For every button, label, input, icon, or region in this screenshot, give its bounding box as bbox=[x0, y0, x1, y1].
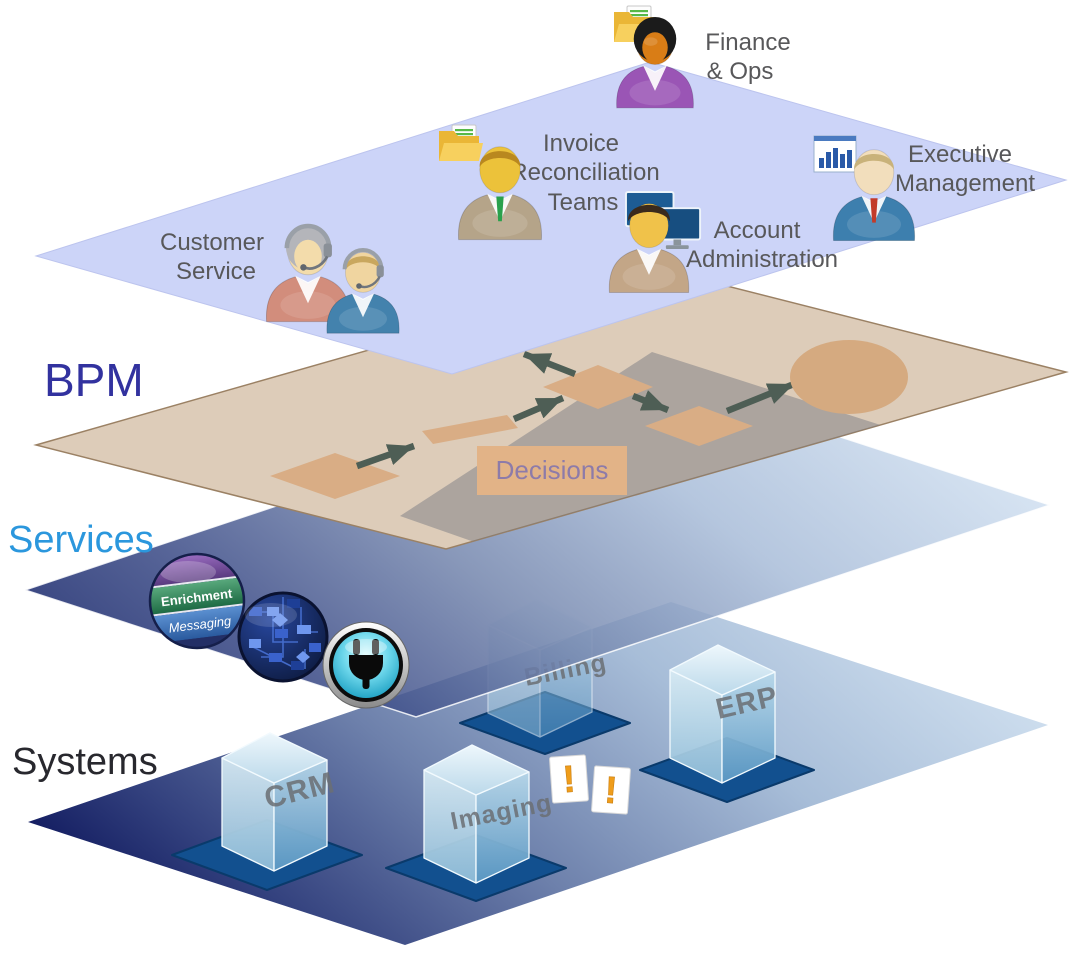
executive-label: Executive bbox=[908, 141, 1012, 168]
bpm-layer-title: BPM bbox=[44, 354, 144, 406]
actor-finance-ops: Finance & Ops bbox=[613, 5, 791, 109]
finance-person-icon bbox=[616, 16, 694, 109]
svg-text:!: ! bbox=[561, 759, 577, 802]
decisions-label: Decisions bbox=[496, 455, 609, 485]
systems-layer-title: Systems bbox=[12, 741, 158, 783]
actor-executive-management: Executive Management bbox=[813, 135, 1035, 242]
flow-arrow bbox=[725, 380, 796, 415]
executive-label: Management bbox=[895, 170, 1035, 197]
decisions-callout: Decisions bbox=[477, 446, 627, 495]
integration-circuit-sphere-icon bbox=[237, 591, 329, 683]
support-agent-woman-icon bbox=[265, 224, 351, 323]
invoice-label: Reconciliation bbox=[510, 159, 659, 186]
account-admin-label: Administration bbox=[686, 246, 838, 273]
warning-icon: ! bbox=[591, 765, 631, 815]
system-box-erp: ERP bbox=[639, 644, 815, 803]
executive-person-icon bbox=[832, 149, 916, 242]
invoice-person-icon bbox=[457, 146, 543, 241]
svg-text:!: ! bbox=[603, 770, 619, 813]
flow-arrow bbox=[512, 395, 565, 422]
actor-invoice-reconciliation: Invoice Reconciliation Teams bbox=[438, 124, 660, 241]
flow-step-diamond bbox=[645, 406, 753, 446]
flow-arrow bbox=[631, 390, 670, 414]
invoice-label: Invoice bbox=[543, 130, 619, 157]
customer-service-label: Service bbox=[176, 258, 256, 285]
flow-step-task bbox=[422, 415, 518, 444]
invoice-label: Teams bbox=[548, 189, 619, 216]
bar-chart-icon bbox=[813, 135, 857, 173]
bpm-flowchart bbox=[270, 340, 908, 499]
account-admin-label: Account bbox=[714, 217, 801, 244]
flow-step-diamond bbox=[543, 365, 653, 409]
warning-icon: ! bbox=[549, 754, 589, 804]
customer-service-label: Customer bbox=[160, 229, 264, 256]
actor-account-administration: Account Administration bbox=[608, 191, 838, 293]
flow-end-event-circle bbox=[790, 340, 908, 414]
enrichment-messaging-sphere-icon: Enrichment Messaging bbox=[145, 549, 249, 653]
system-box-crm: CRM bbox=[171, 732, 363, 891]
services-layer-title: Services bbox=[8, 519, 154, 561]
finance-ops-label: & Ops bbox=[707, 58, 774, 85]
finance-ops-label: Finance bbox=[705, 29, 790, 56]
flow-arrow bbox=[355, 442, 416, 470]
plug-connector-icon bbox=[322, 621, 410, 709]
actor-customer-service: Customer Service bbox=[160, 224, 400, 334]
flow-arrow-up bbox=[522, 350, 577, 378]
